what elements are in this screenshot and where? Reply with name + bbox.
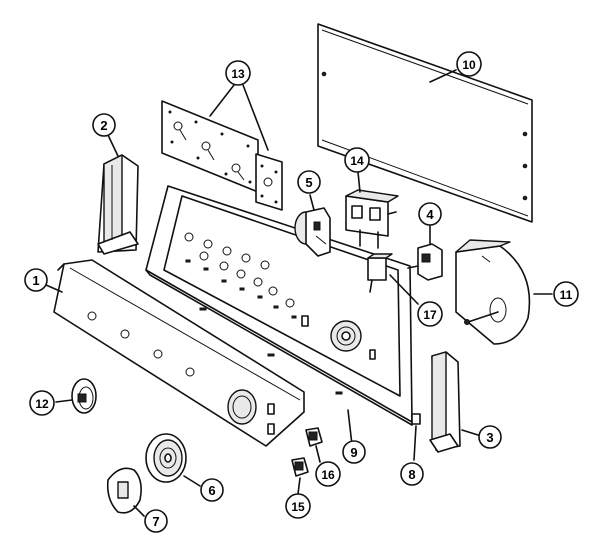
part-selector-switch bbox=[345, 171, 399, 249]
part-relay bbox=[367, 253, 419, 305]
callout-label-6: 6 bbox=[208, 483, 215, 498]
callout-11: 11 bbox=[553, 281, 579, 307]
callout-label-17: 17 bbox=[423, 308, 437, 322]
callout-1: 1 bbox=[24, 268, 48, 292]
callout-label-8: 8 bbox=[408, 467, 415, 482]
part-small-switch bbox=[407, 225, 443, 281]
callout-label-16: 16 bbox=[321, 468, 335, 482]
callout-label-5: 5 bbox=[305, 175, 312, 190]
callout-label-9: 9 bbox=[350, 445, 357, 460]
callout-17: 17 bbox=[417, 301, 443, 327]
part-dial-knob bbox=[145, 433, 201, 487]
callout-label-11: 11 bbox=[560, 288, 573, 302]
callout-label-15: 15 bbox=[291, 500, 305, 514]
part-rocker-switch-16 bbox=[305, 427, 323, 463]
callout-label-3: 3 bbox=[486, 430, 493, 445]
part-small-knob bbox=[55, 378, 97, 414]
callout-12: 12 bbox=[29, 390, 55, 416]
part-circuit-boards bbox=[161, 84, 283, 211]
part-control-panel bbox=[45, 259, 305, 447]
callout-6: 6 bbox=[200, 478, 224, 502]
callout-2: 2 bbox=[92, 113, 116, 137]
callout-7: 7 bbox=[144, 509, 168, 533]
part-clip bbox=[411, 413, 421, 461]
callout-9: 9 bbox=[342, 440, 366, 464]
callout-13: 13 bbox=[225, 60, 251, 86]
callout-16: 16 bbox=[315, 461, 341, 487]
callout-8: 8 bbox=[400, 462, 424, 486]
callout-3: 3 bbox=[478, 425, 502, 449]
callout-label-4: 4 bbox=[426, 207, 434, 222]
part-back-panel bbox=[317, 23, 533, 223]
callout-label-14: 14 bbox=[350, 154, 364, 168]
callout-14: 14 bbox=[344, 147, 370, 173]
part-motor-module bbox=[455, 239, 553, 345]
callout-label-7: 7 bbox=[152, 514, 159, 529]
callout-label-13: 13 bbox=[231, 67, 245, 81]
part-timer bbox=[294, 194, 331, 257]
callout-5: 5 bbox=[297, 170, 321, 194]
part-left-end-cap bbox=[97, 134, 139, 255]
callout-label-1: 1 bbox=[32, 273, 39, 288]
callout-15: 15 bbox=[285, 493, 311, 519]
callout-10: 10 bbox=[456, 51, 482, 77]
callout-label-10: 10 bbox=[462, 58, 476, 72]
part-rocker-switch-15 bbox=[291, 457, 309, 495]
part-knob bbox=[106, 467, 145, 517]
callout-4: 4 bbox=[418, 202, 442, 226]
part-right-end-cap bbox=[429, 351, 479, 453]
callout-label-2: 2 bbox=[100, 118, 107, 133]
callout-label-12: 12 bbox=[35, 397, 49, 411]
